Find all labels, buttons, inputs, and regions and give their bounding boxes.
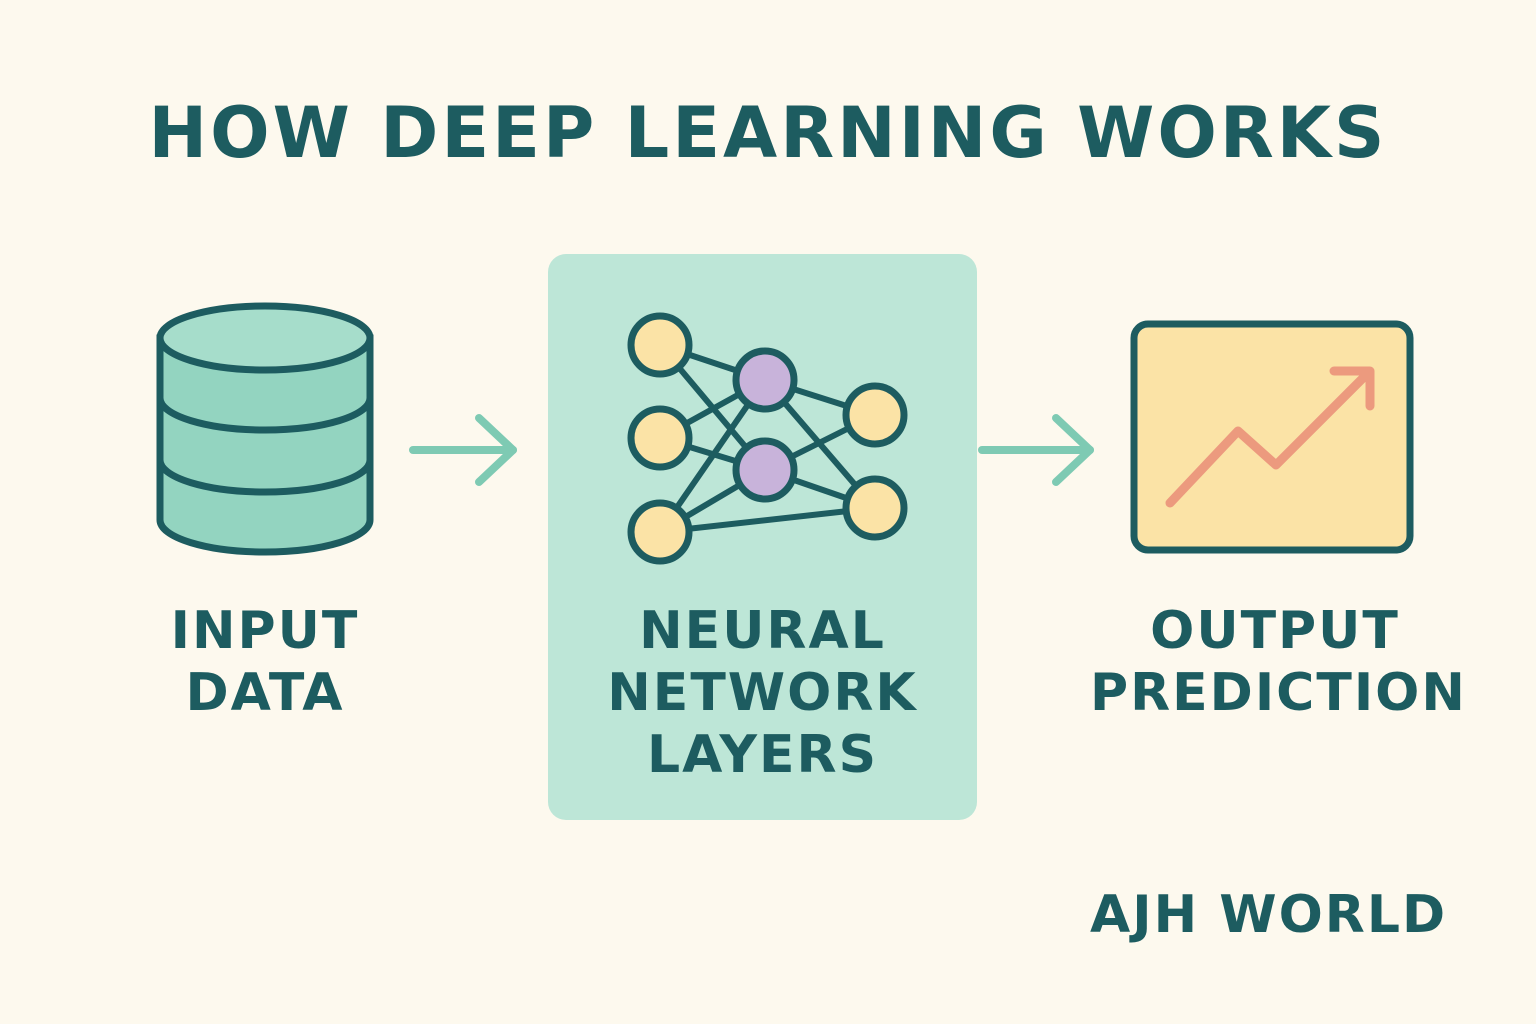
output-node [842,382,908,448]
arrow-right-icon [978,414,1094,486]
input-node [627,499,693,565]
brand-watermark: AJH WORLD [1090,885,1448,945]
input-data-label: INPUT DATA [120,600,410,724]
output-label-line1: OUTPUT [1150,601,1400,661]
input-node [627,405,693,471]
hidden-node [732,437,798,503]
output-node [842,475,908,541]
input-node [627,312,693,378]
diagram-title: HOW DEEP LEARNING WORKS [148,92,1388,174]
nn-label-line1: NEURAL [639,601,886,661]
trend-chart-icon [1130,320,1414,554]
database-icon [156,302,374,556]
hidden-node [732,347,798,413]
nn-label-line2: NETWORK [607,663,918,723]
nn-label-line3: LAYERS [646,725,879,785]
output-prediction-label: OUTPUT PREDICTION [1090,600,1467,724]
arrow-right-icon [409,414,517,486]
output-label-line2: PREDICTION [1090,663,1467,723]
input-label-line2: DATA [185,663,345,723]
neural-network-icon [627,312,908,565]
neural-network-label: NEURAL NETWORK LAYERS [548,600,977,786]
input-label-line1: INPUT [170,601,360,661]
